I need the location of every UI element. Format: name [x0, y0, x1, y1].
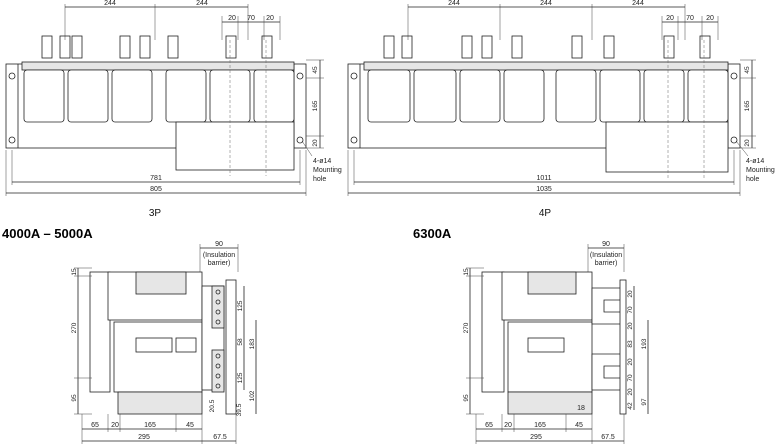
dim-4000-r-125a: 125: [237, 300, 244, 311]
dim-4p-right-bottom: 20: [744, 139, 751, 147]
dim-6300-left-top: 15: [463, 268, 470, 276]
dim-3p-right-mid: 165: [312, 100, 319, 111]
note-4p-hole-3: hole: [746, 176, 759, 183]
dim-4000-b-65: 65: [91, 422, 99, 429]
heading-6300: 6300A: [413, 226, 452, 241]
dim-4p-total: 1035: [536, 186, 552, 193]
dim-4p-pitch-2: 244: [540, 0, 552, 7]
dim-6300-b-45: 45: [575, 422, 583, 429]
dim-4p-term-c: 20: [706, 15, 714, 22]
dim-6300-r-20c: 20: [627, 358, 634, 366]
note-4000-barrier-2: barrier): [208, 260, 231, 267]
heading-4000: 4000A – 5000A: [2, 226, 93, 241]
dim-6300-r-193: 193: [641, 338, 648, 349]
note-6300-barrier-2: barrier): [595, 260, 618, 267]
dim-6300-r-83: 83: [627, 340, 634, 348]
dim-3p-pitch-1: 244: [104, 0, 116, 7]
dim-6300-r-20a: 20: [627, 290, 634, 298]
dim-6300-r-20b: 20: [627, 322, 634, 330]
note-6300-barrier-1: (Insulation: [590, 252, 622, 259]
dim-3p-pitch-2: 244: [196, 0, 208, 7]
dim-6300-r-20d: 20: [627, 388, 634, 396]
dim-3p-mount: 781: [150, 175, 162, 182]
dim-4000-r-205: 20.5: [209, 399, 216, 412]
dim-4p-right-top: 45: [744, 66, 751, 74]
dim-4000-b-675: 67.5: [213, 434, 227, 441]
dim-6300-b-165: 165: [534, 422, 546, 429]
dim-6300-r-70a: 70: [627, 306, 634, 314]
dim-4p-mount: 1011: [536, 175, 551, 182]
note-4p-hole-2: Mounting: [746, 167, 775, 174]
dim-6300-r-97: 97: [641, 398, 648, 406]
dim-6300-b-675: 67.5: [601, 434, 615, 441]
dim-4p-right-mid: 165: [744, 100, 751, 111]
dim-4000-left-bottom: 95: [71, 394, 78, 402]
dim-4000-b-165: 165: [144, 422, 156, 429]
dim-4000-r-183: 183: [249, 338, 256, 349]
dim-4000-barrier: 90: [215, 241, 223, 248]
view-3p: 244 244 20 70 20: [5, 0, 342, 219]
dim-4000-b-20: 20: [111, 422, 119, 429]
dim-6300-r-42: 42: [627, 402, 634, 410]
dim-3p-right-top: 45: [312, 66, 319, 74]
view-4p: 244 244 244 20 70 20: [347, 0, 775, 219]
dim-4000-left-mid: 270: [71, 322, 78, 333]
dim-6300-b-20: 20: [504, 422, 512, 429]
dim-3p-right-bottom: 20: [312, 139, 319, 147]
dim-4000-r-102: 102: [249, 390, 256, 401]
dim-4p-pitch-1: 244: [448, 0, 460, 7]
dim-4000-b-45: 45: [186, 422, 194, 429]
note-3p-hole-3: hole: [313, 176, 326, 183]
view-side-6300: 6300A 90 (Insulation barrier) 15 270 95 …: [413, 226, 649, 444]
dim-6300-b-295: 295: [530, 434, 542, 441]
note-4000-barrier-1: (Insulation: [203, 252, 235, 259]
dim-6300-b-65: 65: [485, 422, 493, 429]
caption-4p: 4P: [539, 208, 552, 219]
dim-3p-total: 805: [150, 186, 162, 193]
view-side-4000: 4000A – 5000A 90 (Insulation barrier) 15: [2, 226, 257, 444]
dim-4000-r-58: 58: [237, 338, 244, 346]
dim-3p-term-a: 20: [228, 15, 236, 22]
dim-4p-term-b: 70: [686, 15, 694, 22]
caption-3p: 3P: [149, 208, 162, 219]
dim-6300-barrier: 90: [602, 241, 610, 248]
dim-4p-pitch-3: 244: [632, 0, 644, 7]
dim-6300-left-bottom: 95: [463, 394, 470, 402]
note-3p-hole-2: Mounting: [313, 167, 342, 174]
dim-4000-b-295: 295: [138, 434, 150, 441]
note-3p-hole-1: 4-ø14: [313, 158, 331, 165]
dim-6300-r-18: 18: [577, 405, 585, 412]
dim-4000-r-125b: 125: [237, 372, 244, 383]
dim-6300-left-mid: 270: [463, 322, 470, 333]
dim-6300-r-70b: 70: [627, 374, 634, 382]
dim-3p-term-c: 20: [266, 15, 274, 22]
dim-4000-r-395: 39.5: [236, 403, 243, 416]
dim-4p-term-a: 20: [666, 15, 674, 22]
dim-4000-left-top: 15: [71, 268, 78, 276]
dim-3p-term-b: 70: [247, 15, 255, 22]
note-4p-hole-1: 4-ø14: [746, 158, 764, 165]
